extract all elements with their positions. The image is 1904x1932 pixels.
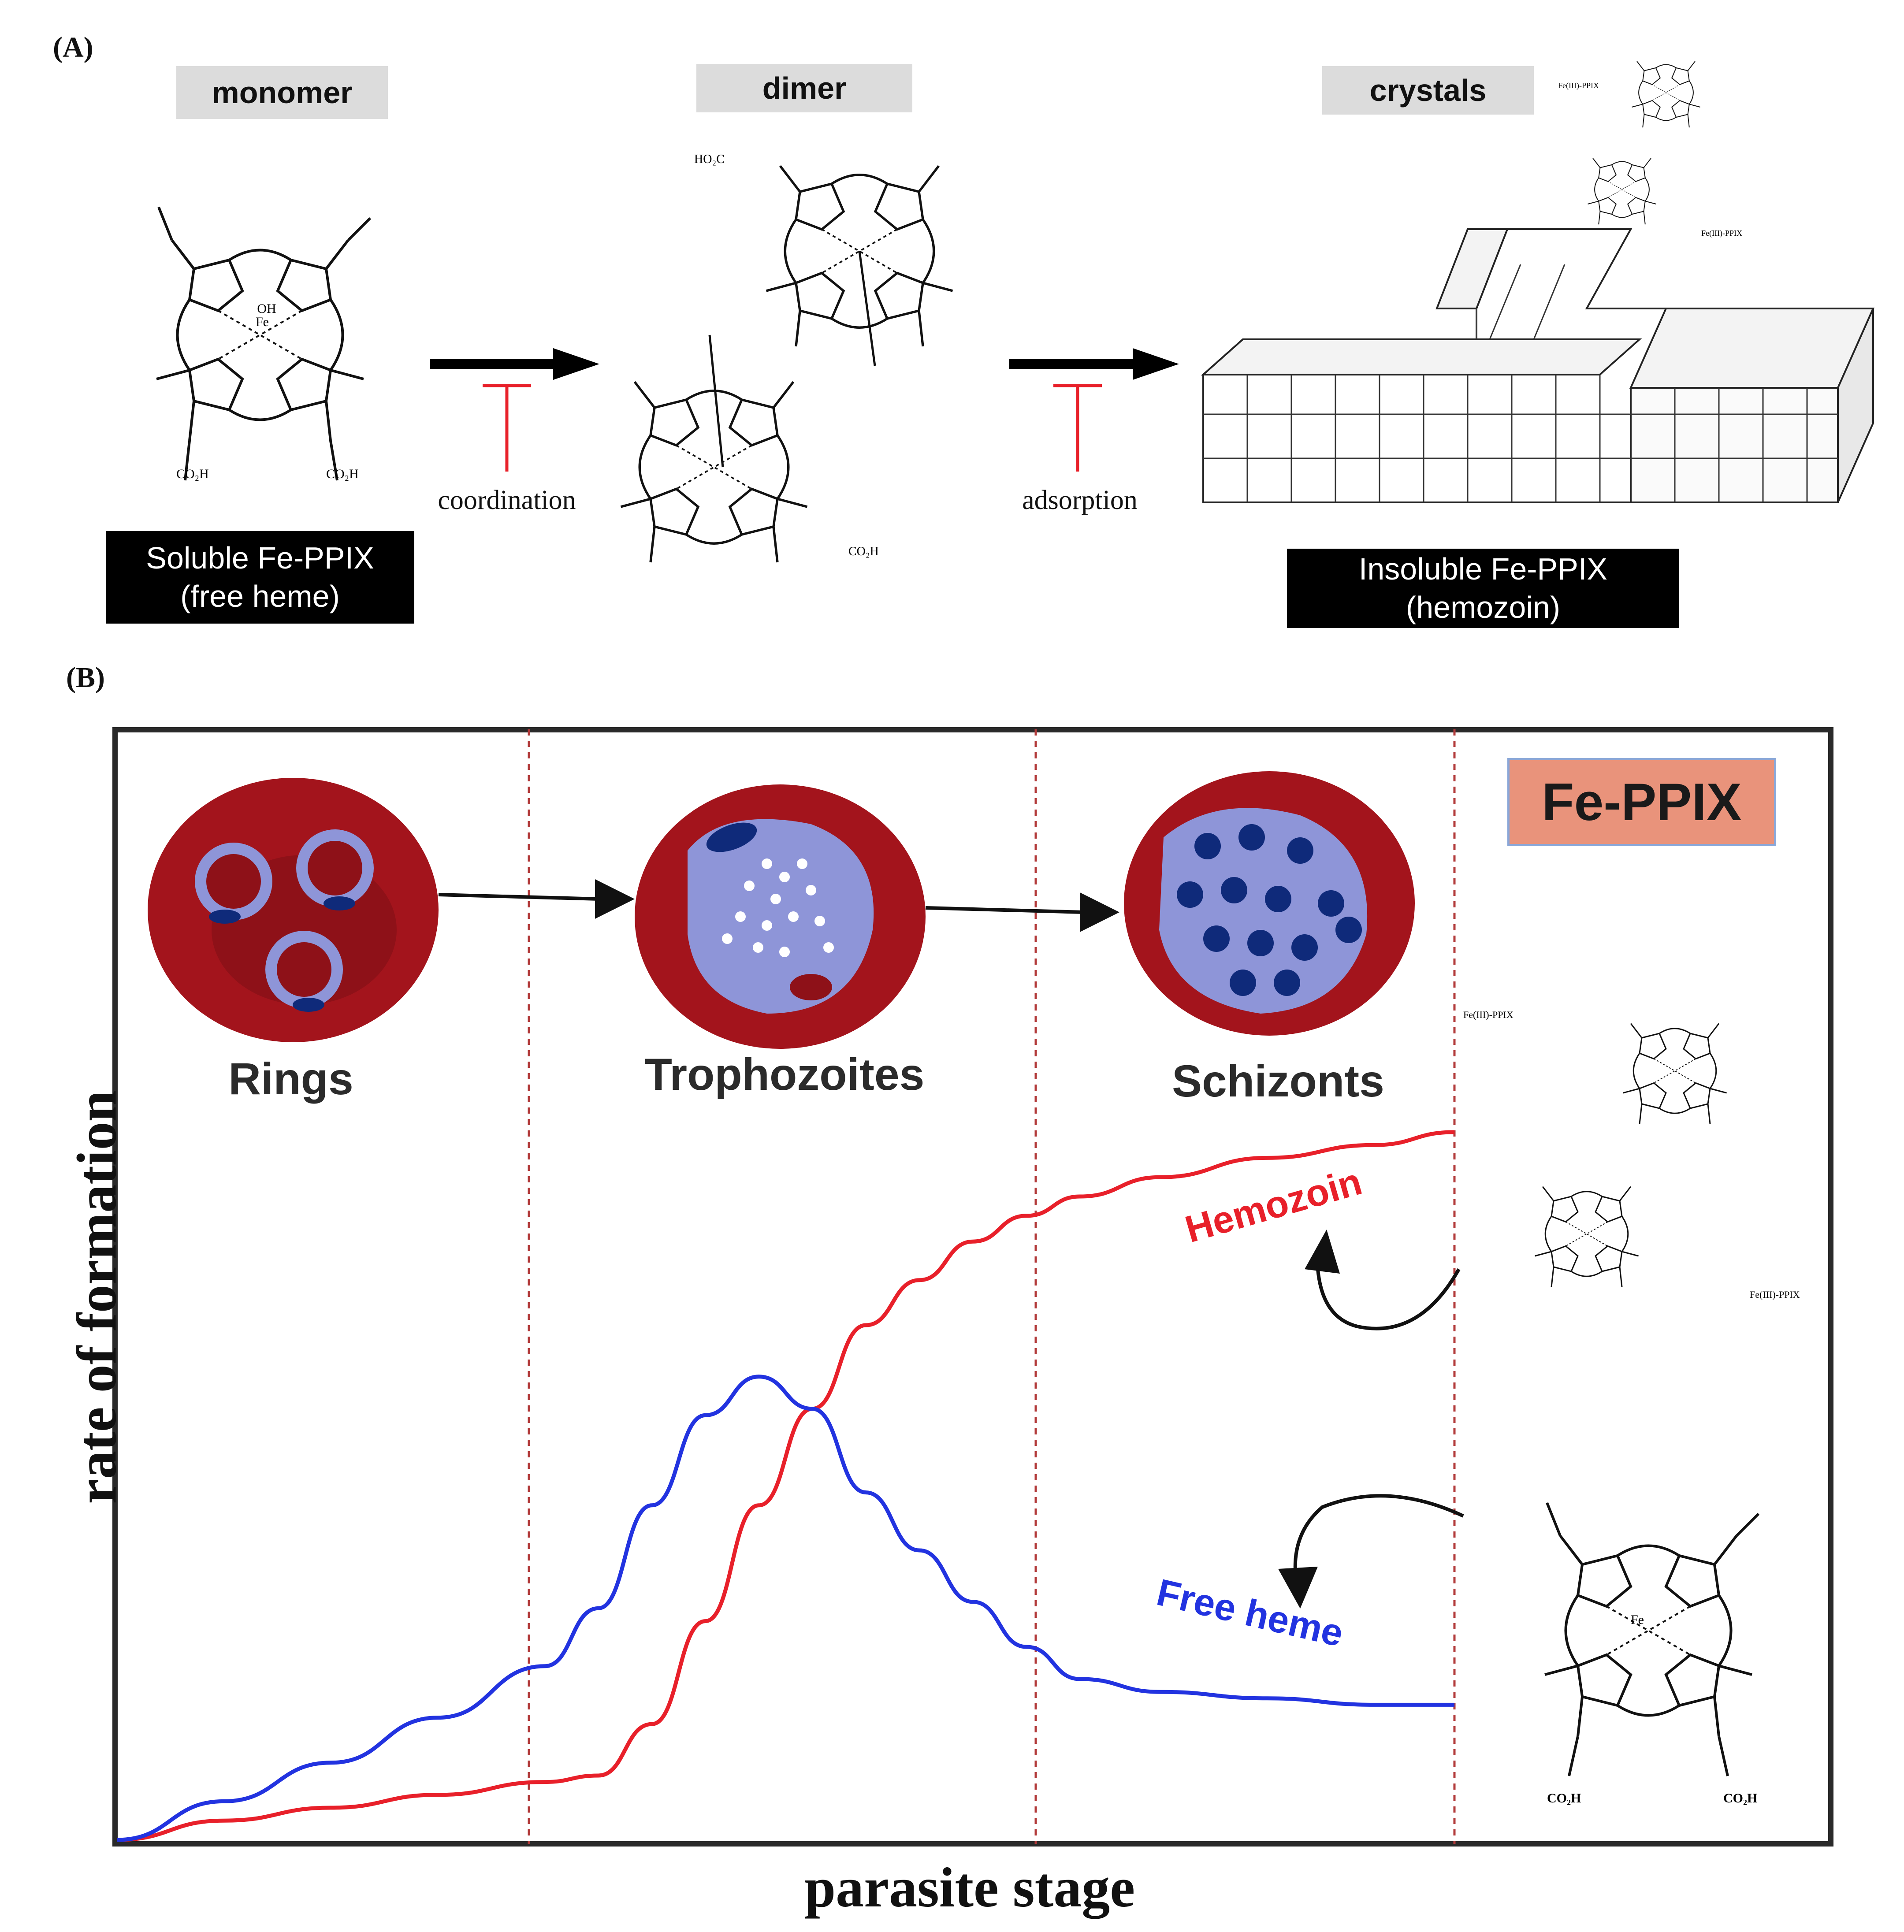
insoluble-fe-ppix-box: Insoluble Fe-PPIX (hemozoin) (1287, 549, 1679, 628)
fe-ppix-tag-b1: Fe(III)-PPIX (1463, 1009, 1514, 1020)
plot-frame (112, 727, 1833, 1847)
hemozoin-molecule-top (1622, 1023, 1727, 1125)
monomer-molecule (156, 206, 372, 481)
soluble-fe-ppix-box: Soluble Fe-PPIX (free heme) (106, 531, 414, 624)
crystals-label: crystals (1322, 66, 1534, 115)
arrowhead-free-heme (1278, 1567, 1318, 1609)
panel-b-label: (B) (66, 661, 105, 694)
hemozoin-series-label: Hemozoin (1181, 1160, 1366, 1251)
coordination-arrow (430, 348, 599, 472)
stage-arrows (438, 879, 1119, 932)
crystal-lattice (1201, 228, 1875, 503)
coordination-label: coordination (438, 485, 576, 515)
insoluble-line-2: (hemozoin) (1406, 590, 1561, 624)
x-axis-title: parasite stage (804, 1856, 1135, 1919)
stage-dividers (528, 729, 1456, 1844)
co2h-label-2: CO₂H (326, 467, 359, 481)
ho2c-label: HO₂C (694, 152, 725, 166)
oh-label: OH (257, 301, 276, 316)
curved-arrows (1293, 1268, 1464, 1578)
soluble-line-2: (free heme) (180, 579, 340, 613)
co2h-label-b2: CO₂H (1723, 1791, 1757, 1806)
schizonts-cell (1124, 771, 1415, 1036)
series-line-hemozoin (116, 1130, 1455, 1842)
series-line-free-heme (116, 1375, 1454, 1842)
monomer-label: monomer (176, 66, 388, 119)
co2h-label-3: CO₂H (848, 545, 879, 558)
co2h-label-b1: CO₂H (1547, 1791, 1581, 1806)
hemozoin-molecule-bottom (1534, 1186, 1639, 1288)
curves-layer (116, 1130, 1455, 1842)
adsorption-label: adsorption (1022, 485, 1138, 515)
fe-label: Fe (256, 315, 269, 329)
rings-cell (148, 778, 439, 1042)
free-heme-series-label: Free heme (1153, 1571, 1347, 1655)
arrowhead-hemozoin (1305, 1230, 1340, 1274)
insoluble-line-1: Insoluble Fe-PPIX (1358, 551, 1608, 586)
stage-label-rings: Rings (228, 1054, 353, 1104)
fe-ppix-legend-box: Fe-PPIX (1507, 758, 1776, 846)
free-heme-molecule (1545, 1502, 1760, 1776)
y-axis-title: rate of formation (65, 1090, 128, 1504)
stage-label-schizonts: Schizonts (1172, 1056, 1384, 1106)
trophozoites-cell (635, 784, 926, 1049)
soluble-line-1: Soluble Fe-PPIX (146, 540, 374, 575)
co2h-label-1: CO₂H (176, 467, 209, 481)
fe-ppix-tag-a2: Fe(III)-PPIX (1701, 229, 1742, 238)
stage-label-trophozoites: Trophozoites (644, 1049, 925, 1100)
panel-a-label: (A) (53, 31, 93, 63)
dimer-label: dimer (696, 64, 912, 112)
fe-label-b: Fe (1631, 1612, 1644, 1627)
panel-a-graphics: OH Fe CO₂H CO₂H HO₂C CO₂H (0, 61, 1875, 661)
crystal-grid (1203, 264, 1838, 502)
fe-ppix-tag-b2: Fe(III)-PPIX (1750, 1289, 1800, 1300)
adsorption-arrow (1009, 348, 1179, 472)
fe-ppix-tag-a1: Fe(III)-PPIX (1558, 81, 1599, 90)
